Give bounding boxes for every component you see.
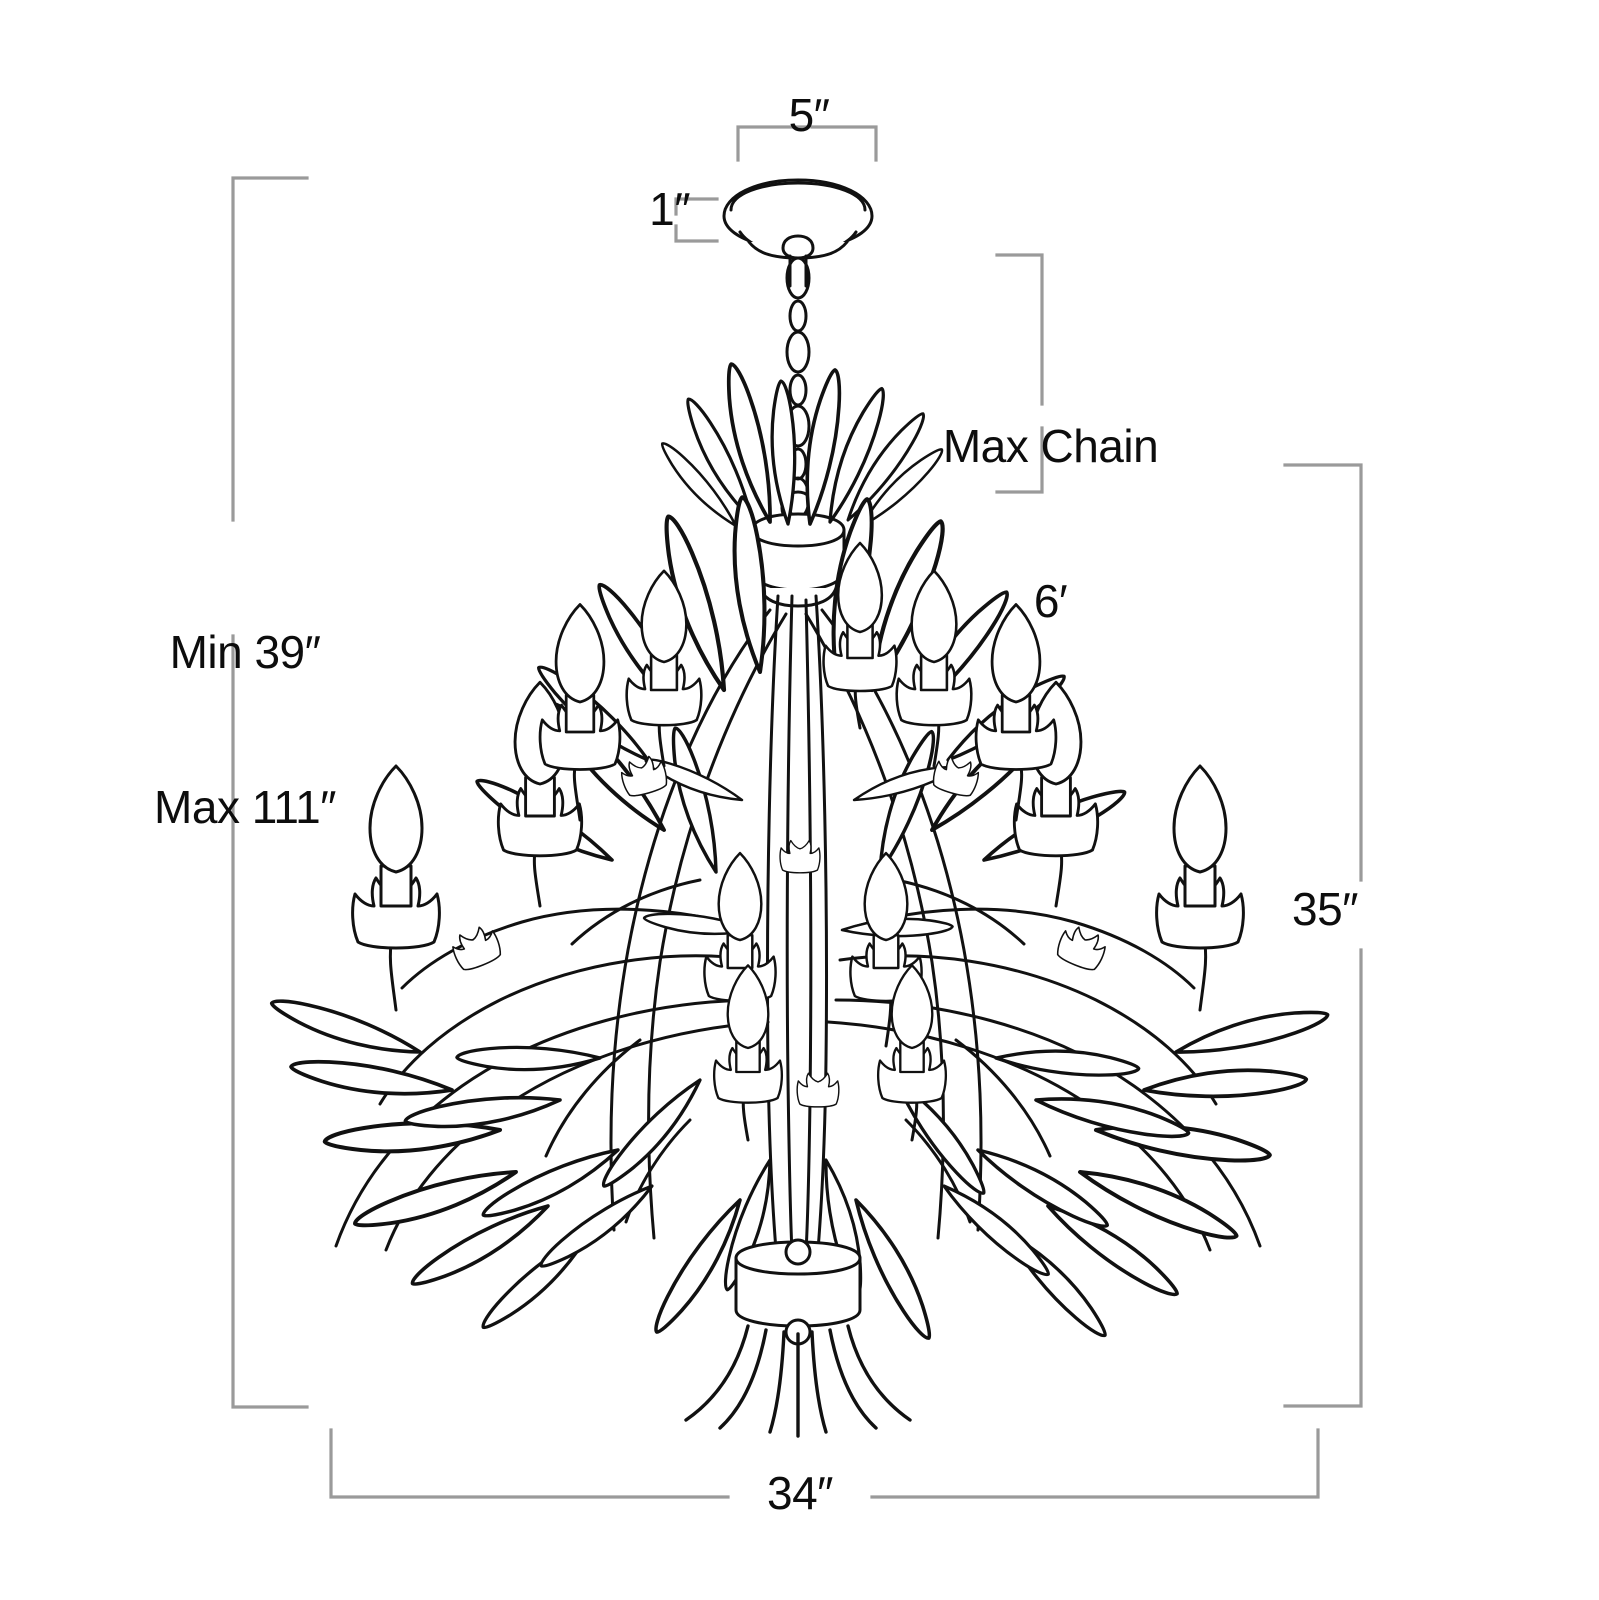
bottom-collar-finial: [734, 1238, 862, 1346]
canopy-height-label: 1″: [649, 183, 690, 235]
candle-light-inner-upper-right: [895, 569, 973, 768]
canopy-height-bracket: [674, 197, 719, 243]
candle-light-mid-left: [496, 680, 584, 908]
candle-light-low-center-right: [876, 964, 948, 1142]
splayed-stems: [684, 1324, 912, 1438]
canopy-width-bracket: [736, 125, 878, 162]
max-chain-value: 6′: [1033, 574, 1068, 627]
max-chain-title: Max Chain: [942, 420, 1159, 473]
max-chain-bracket: [995, 253, 1044, 494]
overall-height-max: Max 111″: [154, 780, 336, 833]
candle-light-mid-right: [1012, 680, 1100, 908]
fixture-height-bracket: [1283, 463, 1363, 1408]
candle-light-inner-upper-left: [625, 569, 703, 768]
overall-height-label: Min 39″ Max 111″: [115, 524, 375, 936]
ceiling-canopy: [722, 178, 874, 260]
canopy-width-label: 5″: [788, 89, 830, 141]
fixture-width-bracket: [329, 1428, 1320, 1499]
top-leaf-spray: [652, 359, 948, 535]
candle-light-outer-right: [1155, 764, 1245, 1012]
candle-light-low-center-left: [712, 964, 784, 1142]
max-chain-label: Max Chain 6′: [908, 318, 1193, 730]
candle-light-upper-right: [974, 603, 1058, 822]
candle-light-upper-left: [538, 603, 622, 822]
fixture-height-label: 35″: [1292, 883, 1358, 935]
overall-height-bracket: [231, 176, 309, 1409]
overall-height-min: Min 39″: [169, 626, 321, 679]
candle-light-outer-left: [351, 764, 441, 1012]
fixture-width-label: 34″: [767, 1467, 833, 1519]
candle-light-cage-right: [849, 851, 923, 1048]
candle-light-inner-top-left: [822, 541, 898, 730]
